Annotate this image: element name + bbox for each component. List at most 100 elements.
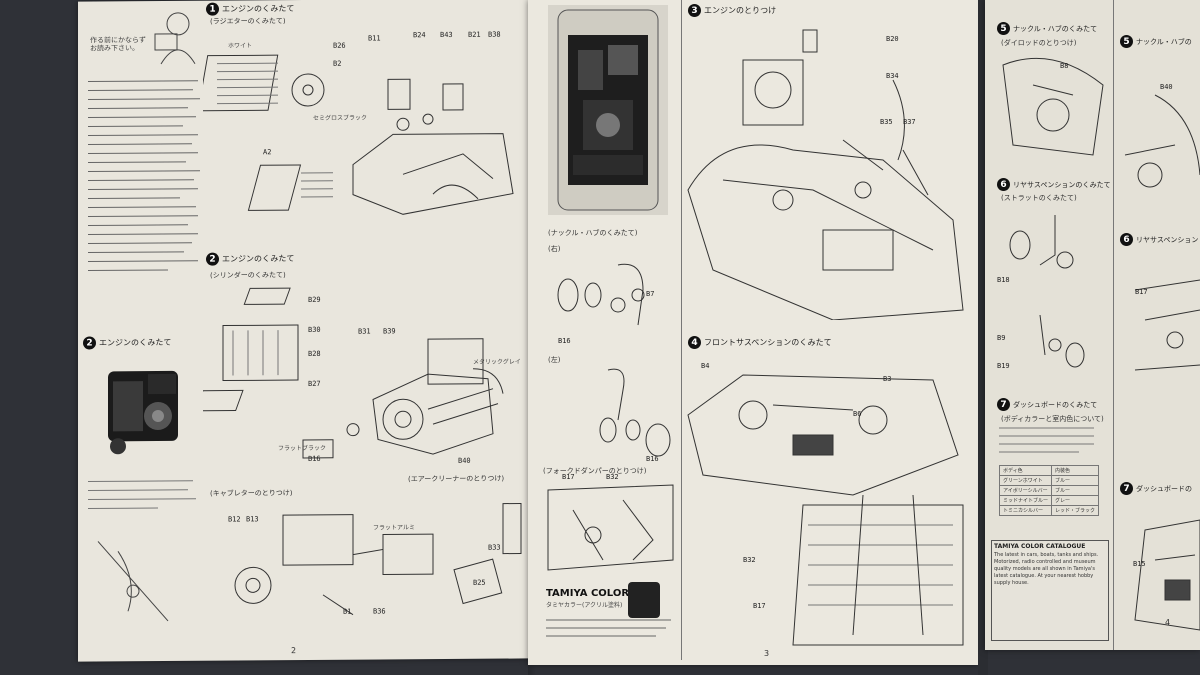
step-title: リヤサスペンションのくみたて [1013,180,1111,189]
table-cell: レッド・ブラック [1051,505,1100,516]
paint-label: フラットブラック [278,444,327,453]
table-cell: グレー [1051,495,1100,506]
part-label: B26 [333,41,346,50]
radiator-assembly-drawing [203,54,514,215]
paint-label: フラットアルミ [373,524,415,532]
sub-title-cylinder: (シリンダーのくみたて) [210,271,286,280]
page-divider [1113,0,1114,650]
step-number: 6 [997,178,1010,191]
step-number: 4 [688,336,701,349]
step-5-header: 5 ナックル・ハブのくみたて [997,22,1097,35]
front-suspension-drawing [687,374,964,646]
step-number: 2 [206,252,219,266]
rear-suspension-drawing [1134,279,1200,371]
detail-sketch [97,541,169,622]
part-label: B25 [473,578,486,587]
part-label: B40 [1160,83,1173,91]
part-label: B36 [373,607,386,616]
table-cell: アイボリーシルバー [998,485,1053,496]
part-label: B3 [883,375,892,383]
part-label: B37 [903,118,916,126]
part-label: B30 [308,325,321,334]
table-row: グリーンホワイトブルー [998,475,1100,486]
part-label: B8 [1060,62,1069,70]
part-label: B16 [558,337,571,345]
table-row: アイボリーシルバーブルー [998,485,1100,496]
engine-bay-photo [548,5,668,215]
tamiya-color-heading: TAMIYA COLOR [546,588,630,599]
part-label: B20 [886,35,899,43]
tamiya-catalogue-box: TAMIYA COLOR CATALOGUE The latest in car… [991,540,1109,641]
step-title: エンジンのとりつけ [704,6,777,15]
table-row: ボディ色内装色 [998,465,1100,476]
tamiya-text-lines [546,615,676,649]
part-label: B11 [368,34,381,43]
step-number: 1 [206,2,219,16]
knuckle-hub-drawing [1002,57,1104,156]
step-title: リヤサスペンション [1136,235,1199,244]
step-title: ダッシュボードのくみたて [1013,400,1098,409]
step-3-header: 3 エンジンのとりつけ [688,4,776,17]
step-title: エンジンのくみたて [222,4,295,14]
part-label: B9 [997,334,1006,342]
step-title: エンジンのくみたて [99,337,172,348]
sub-title-right: (右) [548,245,561,253]
part-label: B1 [343,607,352,616]
page-number: 4 [1165,618,1171,627]
part-label: B21 [468,30,481,39]
part-label: B27 [308,379,321,388]
sub-title-left: (左) [548,356,561,364]
part-label: B29 [308,295,321,304]
sub-title-knuckle: (ナックル・ハブのくみたて) [548,229,638,237]
knuckle-right-drawing [557,263,645,326]
sub-title-strut: (ストラットのくみたて) [1001,194,1077,202]
step-number: 7 [1120,482,1133,495]
part-label: B32 [743,556,756,564]
step-number: 2 [83,336,96,350]
part-label: B18 [997,276,1010,284]
part-label: A2 [263,148,272,157]
part-label: B28 [308,349,321,358]
table-cell: ボディ色 [998,465,1053,476]
part-label: B2 [333,59,342,68]
table-cell: 内装色 [1051,465,1100,476]
paint-jar-image [628,582,660,618]
step-title: エンジンのくみたて [222,254,295,264]
paint-label: セミグロスブラック [313,114,368,122]
step-number: 6 [1120,233,1133,246]
engine-photo [98,355,188,467]
step-title: ナックル・ハブの [1136,37,1192,46]
sub-title-air-cleaner: (エアークリーナーのとりつけ) [408,474,505,484]
part-label: B17 [562,473,575,481]
catalogue-text: The latest in cars, boats, tanks and shi… [994,552,1099,586]
part-label: B31 [358,327,371,336]
step-title: ダッシュボードの [1136,484,1192,493]
part-label: B32 [606,473,619,481]
paint-label: ホワイト [228,42,253,50]
table-row: トミニカシルバーレッド・ブラック [998,505,1100,516]
intro-text: 作る前にかならずお読み下さい。 [90,36,146,53]
step-title: ナックル・ハブのくみたて [1013,24,1098,33]
step-number: 5 [997,22,1010,35]
step-number: 5 [1120,35,1133,48]
sub-title-damper: (フォークドダンパーのとりつけ) [543,467,647,475]
step-4-header: 4 フロントサスペンションのくみたて [688,336,832,349]
knuckle-left-drawing [599,368,671,457]
part-label: B6 [853,410,862,418]
part-label: B17 [753,602,766,610]
part-label: B35 [880,118,893,126]
part-label: B24 [413,31,426,40]
step-number: 7 [997,398,1010,411]
color-note-lines [999,424,1099,463]
paint-label: メタリックグレイ [473,358,521,366]
step-7-header: 7 ダッシュボードのくみたて [997,398,1097,411]
page-number: 3 [764,649,770,658]
step-6-header-right: 6 リヤサスペンション [1120,233,1198,246]
instructor-illustration [154,12,196,65]
step-title: フロントサスペンションのくみたて [704,338,832,347]
tamiya-color-subtitle: タミヤカラー(アクリル塗料) [546,602,623,609]
part-label: B12 [228,515,241,524]
step-7-header-right: 7 ダッシュボードの [1120,482,1192,495]
engine-mount-drawing [687,29,964,320]
part-label: B38 [488,30,501,39]
